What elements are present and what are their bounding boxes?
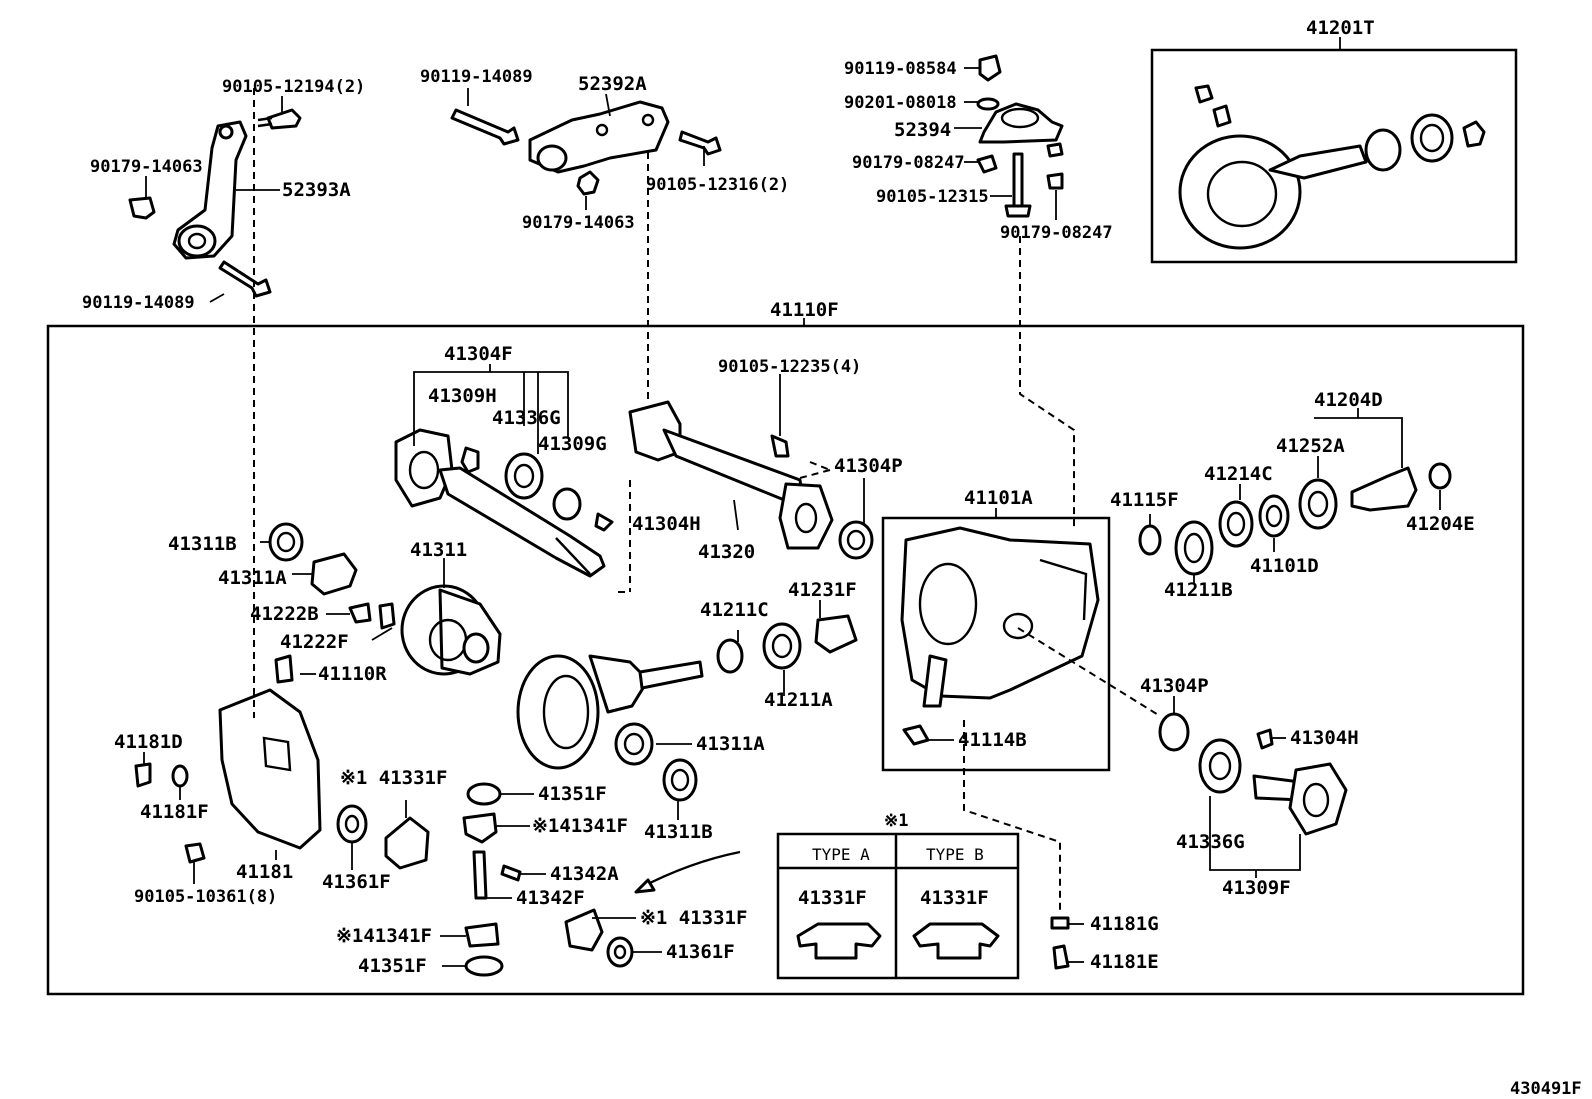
part-label-41231F: 41231F	[788, 579, 857, 601]
type-note-table: ※1 TYPE A TYPE B 41331F 41331F	[776, 811, 1020, 980]
part-label-90119-14089-b: 90119-14089	[420, 67, 533, 87]
part-label-90179-08247-a: 90179-08247	[852, 153, 965, 173]
part-label-41341F-a: ※141341F	[532, 815, 628, 837]
part-label-41304H-b: 41304H	[1290, 727, 1359, 749]
part-label-90105-10361: 90105-10361(8)	[134, 887, 277, 907]
part-label-41181G: 41181G	[1090, 913, 1159, 935]
part-label-41101A: 41101A	[964, 487, 1033, 509]
part-label-41351F-b: 41351F	[358, 955, 427, 977]
part-label-41201T: 41201T	[1306, 17, 1375, 39]
part-label-90119-08584: 90119-08584	[844, 59, 957, 79]
assembly-frame-41110F	[46, 324, 1525, 996]
part-label-41309G: 41309G	[538, 433, 607, 455]
mount-52394-drawing	[976, 54, 1064, 218]
part-label-41304P-b: 41304P	[1140, 675, 1209, 697]
part-label-41181F: 41181F	[140, 801, 209, 823]
part-labels: 41201T 41110F 90105-12194(2) 90179-14063…	[82, 17, 1475, 977]
part-label-41331F-b: ※1 41331F	[640, 907, 747, 929]
part-label-41181E: 41181E	[1090, 951, 1159, 973]
type-a-part-number: 41331F	[798, 887, 867, 909]
part-label-41114B: 41114B	[958, 729, 1027, 751]
diff-cover-41181-drawing	[134, 688, 322, 864]
type-a-header: TYPE A	[812, 845, 870, 864]
part-label-52393A: 52393A	[282, 179, 351, 201]
part-label-41181D: 41181D	[114, 731, 183, 753]
differential-case-41311-drawing	[268, 522, 502, 684]
part-label-90105-12315: 90105-12315	[876, 187, 989, 207]
type-b-header: TYPE B	[926, 845, 984, 864]
part-label-41311A-a: 41311A	[218, 567, 287, 589]
part-label-41211C: 41211C	[700, 599, 769, 621]
axle-shaft-left-drawing	[394, 428, 614, 578]
part-label-41309H: 41309H	[428, 385, 497, 407]
bracket-52392A-drawing	[450, 100, 722, 196]
part-label-41311A-b: 41311A	[696, 733, 765, 755]
axle-shaft-right-drawing	[1158, 712, 1348, 836]
carrier-housing-41101A-drawing	[900, 526, 1100, 746]
part-label-41110R: 41110R	[318, 663, 387, 685]
part-label-41110F: 41110F	[770, 299, 839, 321]
part-label-52392A: 52392A	[578, 73, 647, 95]
part-label-41320: 41320	[698, 541, 755, 563]
ring-pinion-41201T-drawing	[1178, 84, 1486, 250]
bracket-52393A-drawing	[128, 108, 302, 298]
part-label-41342A: 41342A	[550, 863, 619, 885]
part-label-90179-14063-b: 90179-14063	[522, 213, 635, 233]
figure-code: 430491F	[1510, 1079, 1582, 1099]
part-label-41101D: 41101D	[1250, 555, 1319, 577]
part-label-90179-08247-b: 90179-08247	[1000, 223, 1113, 243]
part-label-41252A: 41252A	[1276, 435, 1345, 457]
axle-tube-41320-drawing	[628, 400, 874, 560]
part-label-90105-12194: 90105-12194(2)	[222, 77, 365, 97]
part-label-90105-12235: 90105-12235(4)	[718, 357, 861, 377]
part-label-41204D: 41204D	[1314, 389, 1383, 411]
ring-gear-pinion-drawing	[516, 614, 858, 802]
part-label-41304P-a: 41304P	[834, 455, 903, 477]
part-label-41341F-b: ※141341F	[336, 925, 432, 947]
part-label-41331F-a: ※1 41331F	[340, 767, 447, 789]
part-label-90179-14063-a: 90179-14063	[90, 157, 203, 177]
part-label-41361F-a: 41361F	[322, 871, 391, 893]
part-label-41211B: 41211B	[1164, 579, 1233, 601]
inset-frame-41201T	[1150, 48, 1518, 264]
part-label-41115F: 41115F	[1110, 489, 1179, 511]
leader-lines	[143, 67, 1441, 967]
part-label-90105-12316: 90105-12316(2)	[646, 175, 789, 195]
part-label-41222F: 41222F	[280, 631, 349, 653]
part-label-41222B: 41222B	[250, 603, 319, 625]
part-label-41311B-a: 41311B	[168, 533, 237, 555]
part-label-41181: 41181	[236, 861, 293, 883]
part-label-41309F: 41309F	[1222, 877, 1291, 899]
part-label-41351F-a: 41351F	[538, 783, 607, 805]
part-label-41304F-a: 41304F	[444, 343, 513, 365]
note-mark: ※1	[884, 811, 908, 831]
type-b-part-number: 41331F	[920, 887, 989, 909]
part-label-41204E: 41204E	[1406, 513, 1475, 535]
part-label-41361F-b: 41361F	[666, 941, 735, 963]
part-label-90201-08018: 90201-08018	[844, 93, 957, 113]
part-label-41211A: 41211A	[764, 689, 833, 711]
part-label-90119-14089-a: 90119-14089	[82, 293, 195, 313]
part-label-41311: 41311	[410, 539, 467, 561]
part-label-52394: 52394	[894, 119, 951, 141]
part-label-41336G-b: 41336G	[1176, 831, 1245, 853]
part-label-41342F: 41342F	[516, 887, 585, 909]
part-label-41214C: 41214C	[1204, 463, 1273, 485]
pinion-bearings-flange-drawing	[1138, 462, 1452, 576]
part-label-41311B-b: 41311B	[644, 821, 713, 843]
part-label-41304H-a: 41304H	[632, 513, 701, 535]
assembly-dashed-lines	[253, 88, 1161, 910]
part-label-41336G-a: 41336G	[492, 407, 561, 429]
